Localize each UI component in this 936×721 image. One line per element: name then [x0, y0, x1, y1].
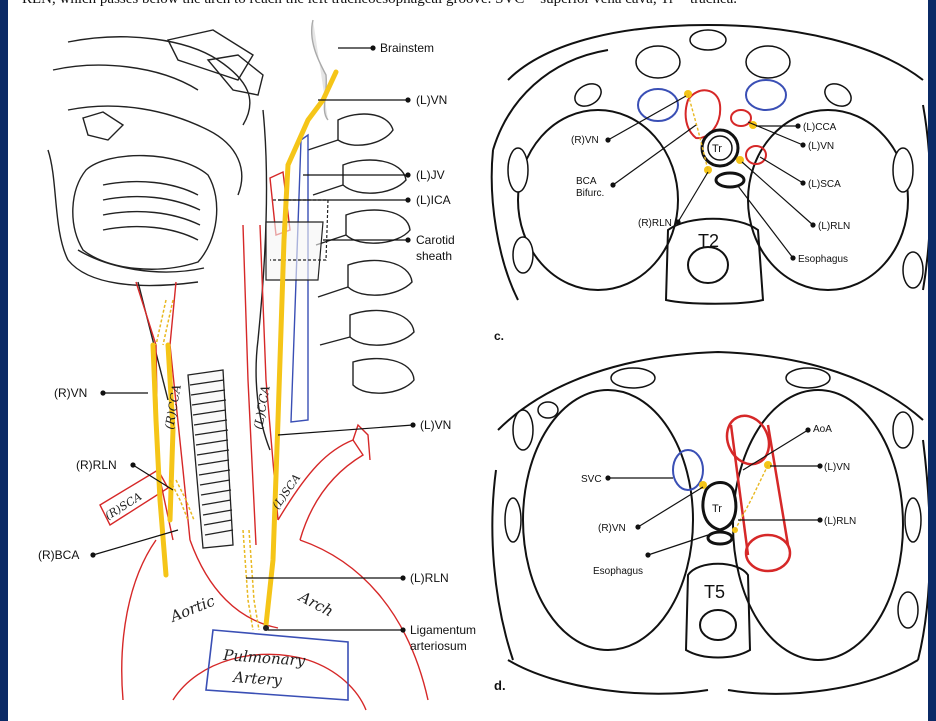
panel-c-label-bca-2: Bifurc. [576, 188, 604, 199]
panel-d-letter: d. [494, 678, 506, 693]
label-brainstem: Brainstem [380, 41, 434, 55]
carotid-sheath [266, 200, 328, 280]
aortic-text: Aortic [166, 591, 218, 626]
panel-d-label-esophagus: Esophagus [593, 566, 643, 577]
label-r-vn: (R)VN [54, 386, 87, 400]
label-carotid-sheath-1: Carotid [416, 233, 455, 247]
r-sca-text: (R)SCA [103, 490, 145, 523]
left-panel [48, 20, 414, 450]
panel-c-label-l-vn: (L)VN [808, 141, 834, 152]
panel-c-label-l-cca: (L)CCA [803, 122, 837, 133]
panel-c-label-l-rln: (L)RLN [818, 221, 850, 232]
anatomy-figure: (R)CCA (L)CCA (R)SCA (L)SCA Aortic Arch … [8, 0, 928, 721]
panel-d-svc [673, 450, 703, 490]
left-leaders [91, 46, 415, 632]
label-l-vn-top: (L)VN [416, 93, 447, 107]
label-l-vn-mid: (L)VN [420, 418, 451, 432]
pulmonary-text: Pulmonary [222, 646, 307, 670]
panel-c-vertebra: T2 [698, 231, 719, 251]
panel-c-tr: Tr [712, 143, 722, 155]
panel-c-l-jv [746, 80, 786, 110]
label-carotid-sheath-2: sheath [416, 249, 452, 263]
panel-c-label-r-rln: (R)RLN [638, 218, 672, 229]
label-l-jv: (L)JV [416, 168, 445, 182]
label-l-ica: (L)ICA [416, 193, 451, 207]
panel-d: Tr T5 AoA SVC (L)VN (R)VN (L)RLN Esophag… [492, 352, 928, 694]
panel-d-label-l-rln: (L)RLN [824, 516, 856, 527]
panel-c-label-l-sca: (L)SCA [808, 179, 841, 190]
panel-d-tr: Tr [712, 503, 722, 515]
panel-d-label-aoa: AoA [813, 424, 832, 435]
panel-c: Tr T2 (R)VN BCA Bifurc. (R)RLN [492, 25, 928, 343]
label-r-rln: (R)RLN [76, 458, 117, 472]
arch-text: Arch [294, 587, 336, 621]
panel-c-r-jv [638, 89, 678, 121]
label-ligamentum-1: Ligamentum [410, 623, 476, 637]
label-ligamentum-2: arteriosum [410, 639, 467, 653]
panel-d-label-svc: SVC [581, 474, 602, 485]
panel-c-label-esophagus: Esophagus [798, 254, 848, 265]
panel-c-label-r-vn: (R)VN [571, 135, 599, 146]
figure-frame: RLN, which passes below the arch to reac… [8, 0, 928, 721]
label-l-rln: (L)RLN [410, 571, 449, 585]
label-r-bca: (R)BCA [38, 548, 79, 562]
panel-c-label-bca-1: BCA [576, 176, 597, 187]
panel-d-label-r-vn: (R)VN [598, 523, 626, 534]
panel-d-vertebra: T5 [704, 582, 725, 602]
trachea-left [188, 370, 233, 548]
panel-d-label-l-vn: (L)VN [824, 462, 850, 473]
artery-text: Artery [231, 668, 283, 690]
panel-c-letter: c. [494, 329, 504, 343]
